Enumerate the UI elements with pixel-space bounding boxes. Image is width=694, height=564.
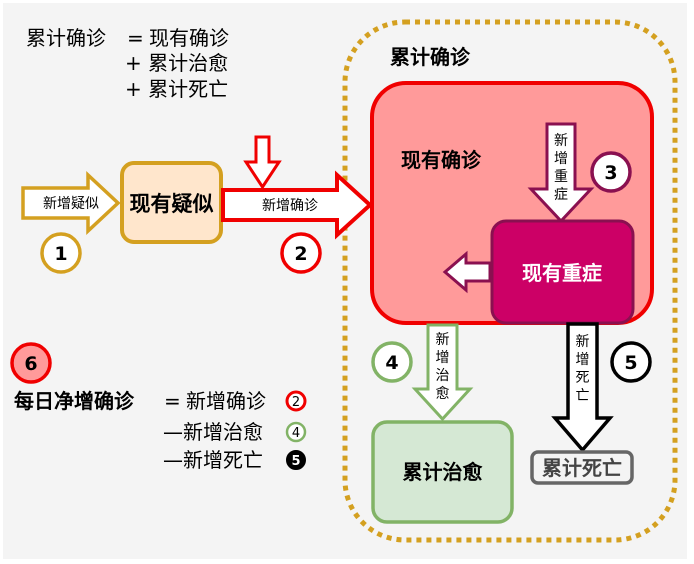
top-formula-term: + 累计治愈 <box>125 51 228 75</box>
new-deaths-char: 增 <box>576 352 590 368</box>
top-formula-lhs: 累计确诊 <box>26 26 106 50</box>
badge-3-circle <box>590 151 632 193</box>
new-deaths-char: 亡 <box>576 388 590 404</box>
badge-6-number: 6 <box>24 353 37 375</box>
cumulative-cured-label: 累计治愈 <box>403 460 484 484</box>
new-severe-char: 新 <box>554 133 568 149</box>
current-severe-box <box>490 219 635 325</box>
new-deaths-label-group: 新 增 死 亡 <box>576 334 590 404</box>
inline-badge-5-number: 5 <box>291 454 300 469</box>
cumulative-cured-box <box>371 420 514 524</box>
new-severe-arrow <box>527 122 595 224</box>
inline-badge-4-circle <box>285 421 307 443</box>
top-formula-term: 现有确诊 <box>149 26 229 50</box>
inline-badge-5-circle <box>286 450 306 470</box>
badge-3-number: 3 <box>604 162 617 184</box>
new-cured-char: 增 <box>436 350 450 366</box>
new-severe-char: 重 <box>554 169 568 185</box>
inline-badge-4-number: 4 <box>292 426 300 441</box>
new-suspected-arrow-label: 新增疑似 <box>43 196 99 212</box>
top-formula-term: + 累计死亡 <box>125 77 228 101</box>
bottom-formula-lhs: 每日净增确诊 <box>14 389 135 413</box>
bottom-formula-term: —新增治愈 <box>163 420 263 444</box>
badge-5-number: 5 <box>624 352 637 374</box>
suspected-label: 现有疑似 <box>130 192 214 216</box>
badge-4-number: 4 <box>385 352 398 374</box>
cumulative-deaths-label: 累计死亡 <box>542 456 622 480</box>
top-formula-eq: = <box>127 26 144 50</box>
new-deaths-arrow <box>551 322 614 453</box>
new-cured-char: 治 <box>436 368 450 384</box>
bottom-formula-term: 新增确诊 <box>186 389 266 413</box>
inline-badge-2-circle <box>285 390 307 412</box>
red-down-arrow <box>243 135 282 190</box>
new-cured-label-group: 新 增 治 愈 <box>436 332 450 402</box>
current-severe-label: 现有重症 <box>522 261 602 285</box>
new-confirmed-arrow-label: 新增确诊 <box>262 198 318 214</box>
top-formula: 累计确诊 = 现有确诊 + 累计治愈 + 累计死亡 <box>26 26 229 101</box>
bottom-formula: 每日净增确诊 = 新增确诊 —新增治愈 —新增死亡 <box>14 389 266 472</box>
new-severe-label-group: 新 增 重 症 <box>554 133 568 203</box>
new-deaths-char: 新 <box>576 334 590 350</box>
badge-2-circle <box>280 232 322 274</box>
new-cured-char: 愈 <box>436 386 450 402</box>
current-confirmed-label: 现有确诊 <box>401 148 482 172</box>
badge-4-circle <box>371 341 413 383</box>
new-cured-arrow <box>411 323 474 422</box>
bottom-formula-eq: = <box>164 389 181 413</box>
new-suspected-arrow <box>21 170 121 236</box>
new-deaths-char: 死 <box>576 370 590 386</box>
badge-6-circle <box>10 342 52 384</box>
cumulative-confirmed-container <box>342 19 678 543</box>
badge-1-circle <box>40 232 82 274</box>
cumulative-deaths-box <box>530 450 634 485</box>
badge-5-circle <box>610 341 652 383</box>
cumulative-confirmed-label: 累计确诊 <box>390 45 471 69</box>
new-severe-char: 症 <box>554 187 568 203</box>
bottom-formula-term: —新增死亡 <box>163 448 263 472</box>
badge-2-number: 2 <box>294 243 307 265</box>
new-severe-char: 增 <box>554 151 568 167</box>
new-cured-char: 新 <box>436 332 450 348</box>
inline-badge-2-number: 2 <box>292 395 300 410</box>
severe-back-arrow <box>442 250 492 294</box>
new-confirmed-arrow <box>221 170 373 240</box>
badge-1-number: 1 <box>54 243 67 265</box>
